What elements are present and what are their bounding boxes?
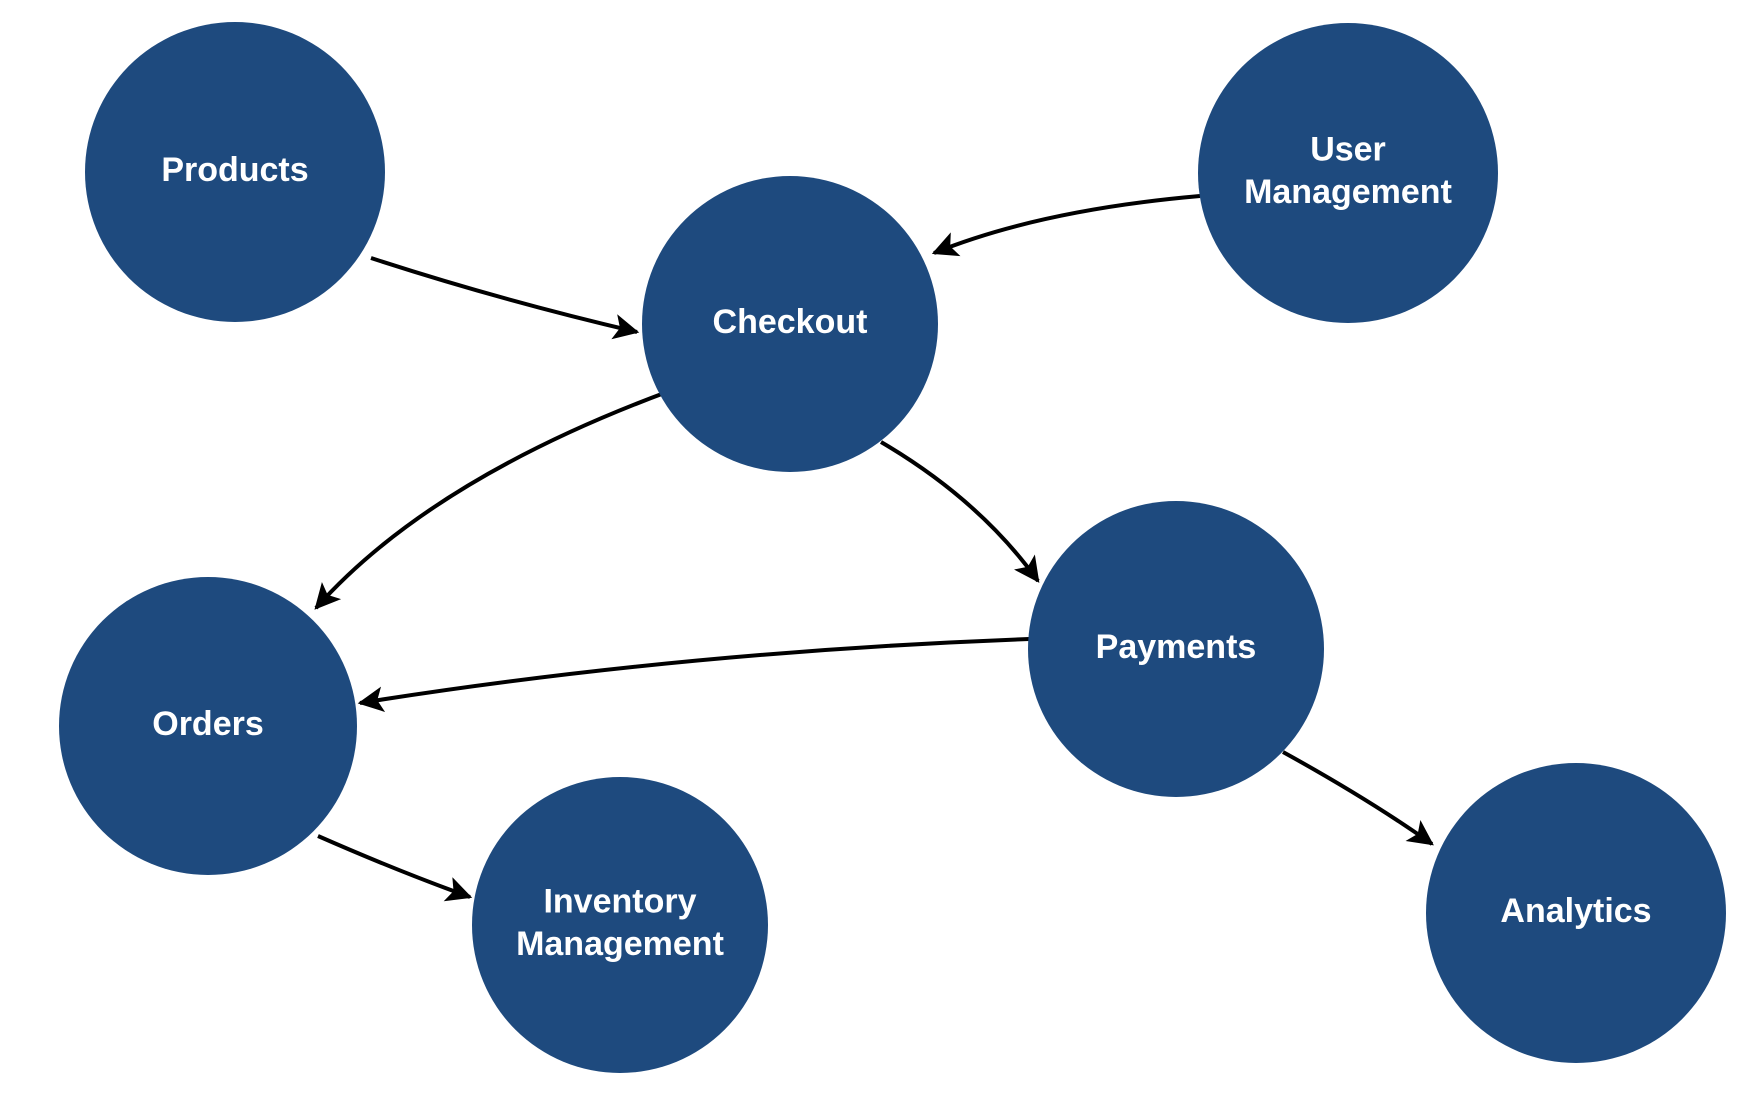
node-label-analytics: Analytics <box>1500 892 1651 930</box>
node-circle-orders[interactable] <box>59 577 357 875</box>
node-label-user_mgmt: Management <box>1244 173 1452 211</box>
edge-checkout-to-payments <box>879 440 1040 583</box>
edge-payments-to-orders <box>357 637 1030 713</box>
node-label-checkout: Checkout <box>713 303 868 341</box>
edge-orders-to-inventory <box>317 834 473 902</box>
node-circle-user_mgmt[interactable] <box>1198 23 1498 323</box>
node-circle-checkout[interactable] <box>642 176 938 472</box>
node-label-user_mgmt: User <box>1310 131 1386 169</box>
edge-payments-to-analytics <box>1282 750 1434 846</box>
node-circle-payments[interactable] <box>1028 501 1324 797</box>
node-checkout[interactable]: Checkout <box>642 176 938 472</box>
edges-layer <box>314 194 1434 902</box>
node-label-inventory: Inventory <box>543 883 696 921</box>
node-label-products: Products <box>161 151 308 189</box>
node-analytics[interactable]: Analytics <box>1426 763 1726 1063</box>
edge-products-to-checkout <box>370 256 640 340</box>
node-circle-inventory[interactable] <box>472 777 768 1073</box>
node-label-inventory: Management <box>516 925 724 963</box>
nodes-layer: ProductsUserManagementCheckoutOrdersPaym… <box>59 22 1726 1073</box>
node-circle-analytics[interactable] <box>1426 763 1726 1063</box>
edge-checkout-to-orders <box>314 390 668 610</box>
node-label-orders: Orders <box>152 705 264 743</box>
node-payments[interactable]: Payments <box>1028 501 1324 797</box>
node-products[interactable]: Products <box>85 22 385 322</box>
node-circle-products[interactable] <box>85 22 385 322</box>
node-orders[interactable]: Orders <box>59 577 357 875</box>
node-label-payments: Payments <box>1096 628 1257 666</box>
edge-user_mgmt-to-checkout <box>931 194 1201 257</box>
